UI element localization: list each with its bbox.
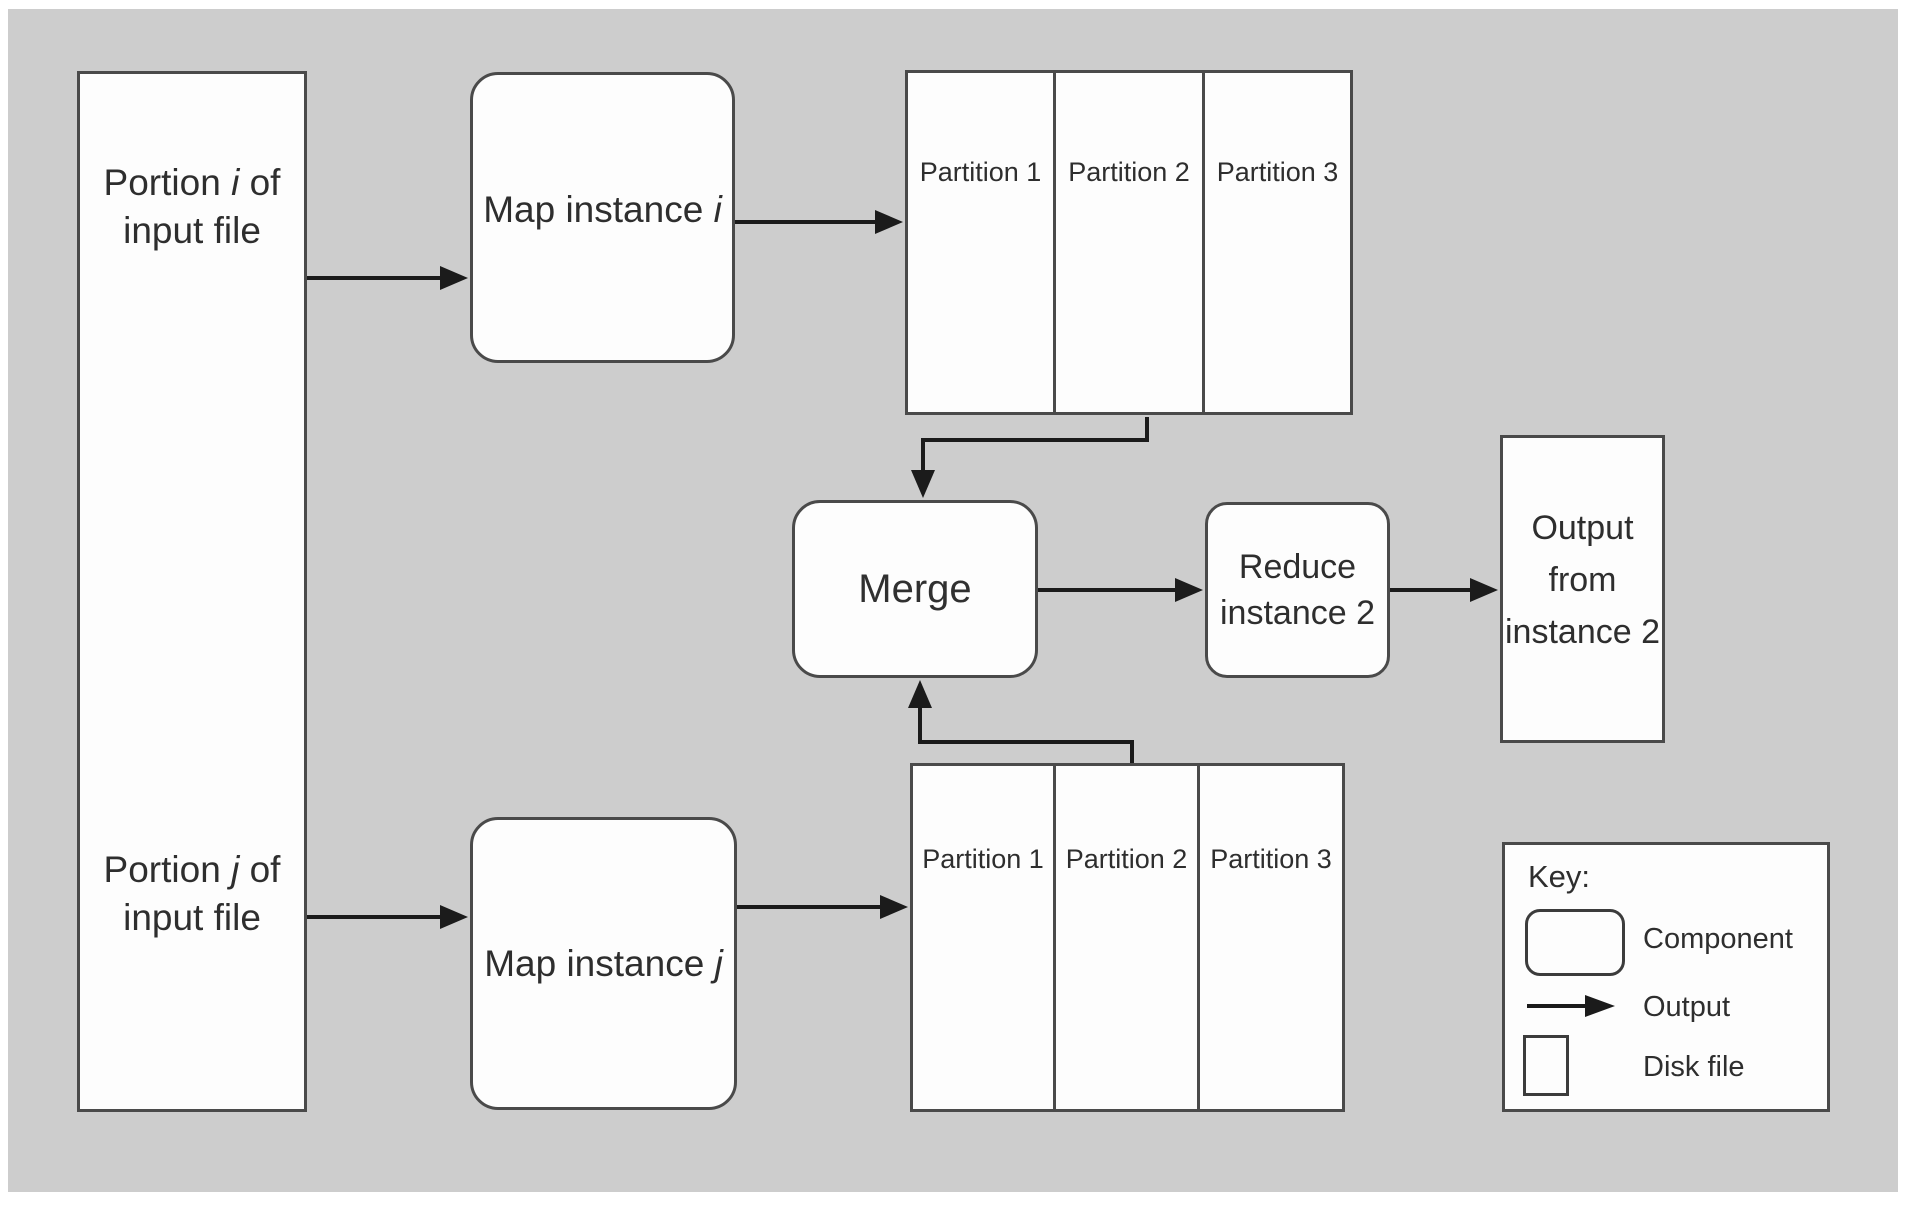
portion-i-text-post: of [239,162,281,203]
partition-bottom-1-label: Partition 1 [922,844,1044,874]
portion-i-text: Portion [103,162,232,203]
output-line1: Output [1531,509,1634,547]
partition-cell: Partition 2 [1053,766,1197,1109]
output-arrow-icon [1527,995,1615,1017]
portion-j-label: Portion j of input file [80,846,304,942]
component-swatch-icon [1525,909,1625,976]
reduce-line1: Reduce [1238,548,1357,586]
output-instance-2-label: Output from instance 2 [1505,502,1660,658]
portion-j-text: Portion [103,849,232,890]
partition-cell: Partition 3 [1202,73,1350,412]
map-instance-j-box: Map instance j [470,817,737,1110]
map-i-var: i [713,188,722,230]
map-instance-j-label: Map instance j [484,940,723,988]
portion-j-line2: input file [123,897,261,938]
input-file-box: Portion i of input file Portion j of inp… [77,71,307,1112]
output-instance-2-box: Output from instance 2 [1500,435,1665,743]
key-title: Key: [1528,859,1591,894]
portion-i-label: Portion i of input file [80,159,304,255]
key-output-label: Output [1643,991,1731,1023]
map-j-var: j [714,942,723,984]
portion-i-line2: input file [123,210,261,251]
reduce-line2: instance 2 [1220,594,1375,632]
partition-cell: Partition 1 [908,73,1053,412]
portion-i-var: i [231,162,240,203]
key-disk-file-label: Disk file [1643,1051,1745,1083]
merge-box: Merge [792,500,1038,678]
map-j-text: Map instance [484,942,715,984]
partition-cell: Partition 2 [1053,73,1202,412]
map-instance-i-box: Map instance i [470,72,735,363]
partition-cell: Partition 1 [913,766,1053,1109]
partitions-bottom-box: Partition 1 Partition 2 Partition 3 [910,763,1345,1112]
portion-j-var: j [231,849,240,890]
partition-top-2-label: Partition 2 [1068,157,1190,187]
merge-label: Merge [858,566,972,611]
portion-j-text-post: of [239,849,281,890]
partition-top-1-label: Partition 1 [919,157,1042,187]
partition-cell: Partition 3 [1197,766,1342,1109]
map-i-text: Map instance [483,188,714,230]
reduce-instance-2-box: Reduce instance 2 [1205,502,1390,678]
output-line2: from [1548,561,1617,599]
map-instance-i-label: Map instance i [483,186,722,250]
partition-top-3-label: Partition 3 [1216,157,1339,187]
reduce-instance-2-label: Reduce instance 2 [1220,544,1375,636]
disk-file-swatch-icon [1523,1035,1569,1096]
output-line3: instance 2 [1505,613,1660,651]
partition-bottom-2-label: Partition 2 [1065,844,1188,874]
key-box: Key: Component Output Disk file [1502,842,1830,1112]
partitions-top-box: Partition 1 Partition 2 Partition 3 [905,70,1353,415]
key-component-label: Component [1643,923,1793,955]
partition-bottom-3-label: Partition 3 [1210,844,1332,874]
